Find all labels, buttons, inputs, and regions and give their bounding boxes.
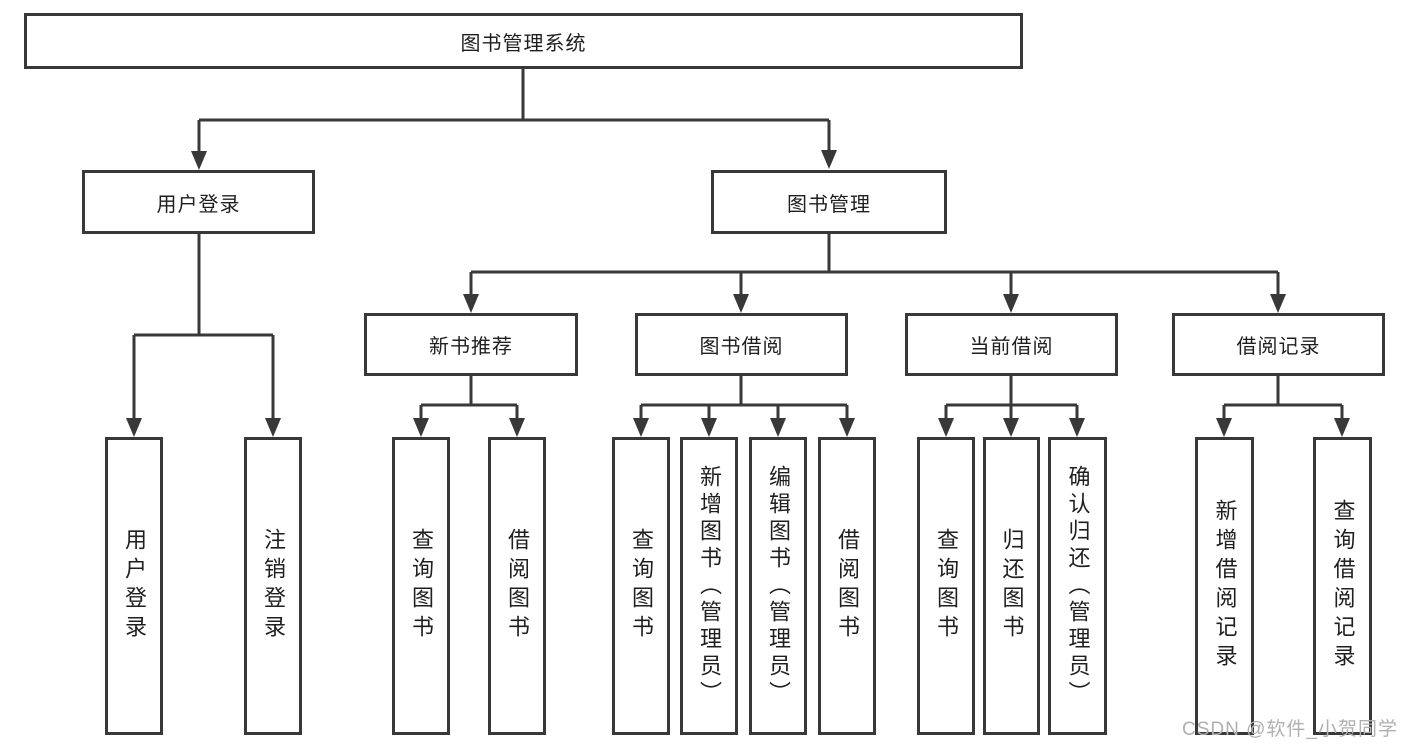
- leaf-query-books-recommend: 查询图书: [392, 437, 450, 735]
- leaf-user-login: 用户登录: [105, 437, 163, 735]
- node-book-management: 图书管理: [711, 170, 947, 234]
- leaf-borrow-books-recommend: 借阅图书: [488, 437, 546, 735]
- leaf-query-borrow-record: 查询借阅记录: [1313, 437, 1372, 735]
- node-user-login: 用户登录: [82, 170, 315, 234]
- leaf-borrow-books-recommend-label: 借阅图书: [505, 528, 530, 644]
- node-book-management-label: 图书管理: [787, 193, 871, 216]
- node-current-borrow-label: 当前借阅: [969, 336, 1054, 358]
- leaf-query-books-current-label: 查询图书: [934, 528, 959, 644]
- leaf-confirm-return-admin: 确认归还（管理员）: [1048, 437, 1107, 735]
- leaf-edit-book-admin-label: 编辑图书（管理员）: [766, 464, 791, 708]
- leaf-logout: 注销登录: [244, 437, 302, 735]
- leaf-add-book-admin-label: 新增图书（管理员）: [697, 464, 722, 708]
- leaf-borrow-books-label: 借阅图书: [835, 528, 860, 644]
- leaf-user-login-label: 用户登录: [122, 528, 147, 644]
- leaf-add-borrow-record: 新增借阅记录: [1195, 437, 1254, 735]
- leaf-return-books-label: 归还图书: [999, 528, 1025, 644]
- leaf-edit-book-admin: 编辑图书（管理员）: [749, 437, 807, 735]
- leaf-query-books-current: 查询图书: [917, 437, 975, 735]
- node-new-book-recommend: 新书推荐: [364, 313, 578, 376]
- leaf-query-books-borrow: 查询图书: [612, 437, 670, 735]
- leaf-add-borrow-record-label: 新增借阅记录: [1212, 499, 1238, 673]
- csdn-watermark: CSDN @软件_小贺同学: [1182, 719, 1398, 740]
- node-book-borrow-label: 图书借阅: [699, 336, 784, 358]
- node-current-borrow: 当前借阅: [905, 313, 1118, 376]
- node-new-book-recommend-label: 新书推荐: [429, 336, 513, 358]
- leaf-return-books: 归还图书: [983, 437, 1040, 735]
- node-book-borrow: 图书借阅: [635, 313, 848, 376]
- node-root: 图书管理系统: [24, 13, 1023, 69]
- leaf-add-book-admin: 新增图书（管理员）: [680, 437, 738, 735]
- node-user-login-label: 用户登录: [156, 193, 241, 216]
- leaf-query-books-recommend-label: 查询图书: [409, 528, 434, 644]
- node-borrow-records: 借阅记录: [1172, 313, 1385, 376]
- leaf-confirm-return-admin-label: 确认归还（管理员）: [1065, 464, 1091, 708]
- node-borrow-records-label: 借阅记录: [1236, 336, 1321, 358]
- leaf-query-books-borrow-label: 查询图书: [629, 528, 654, 644]
- leaf-borrow-books: 借阅图书: [818, 437, 876, 735]
- node-root-label: 图书管理系统: [460, 32, 587, 55]
- leaf-query-borrow-record-label: 查询借阅记录: [1330, 499, 1356, 673]
- leaf-logout-label: 注销登录: [261, 528, 286, 644]
